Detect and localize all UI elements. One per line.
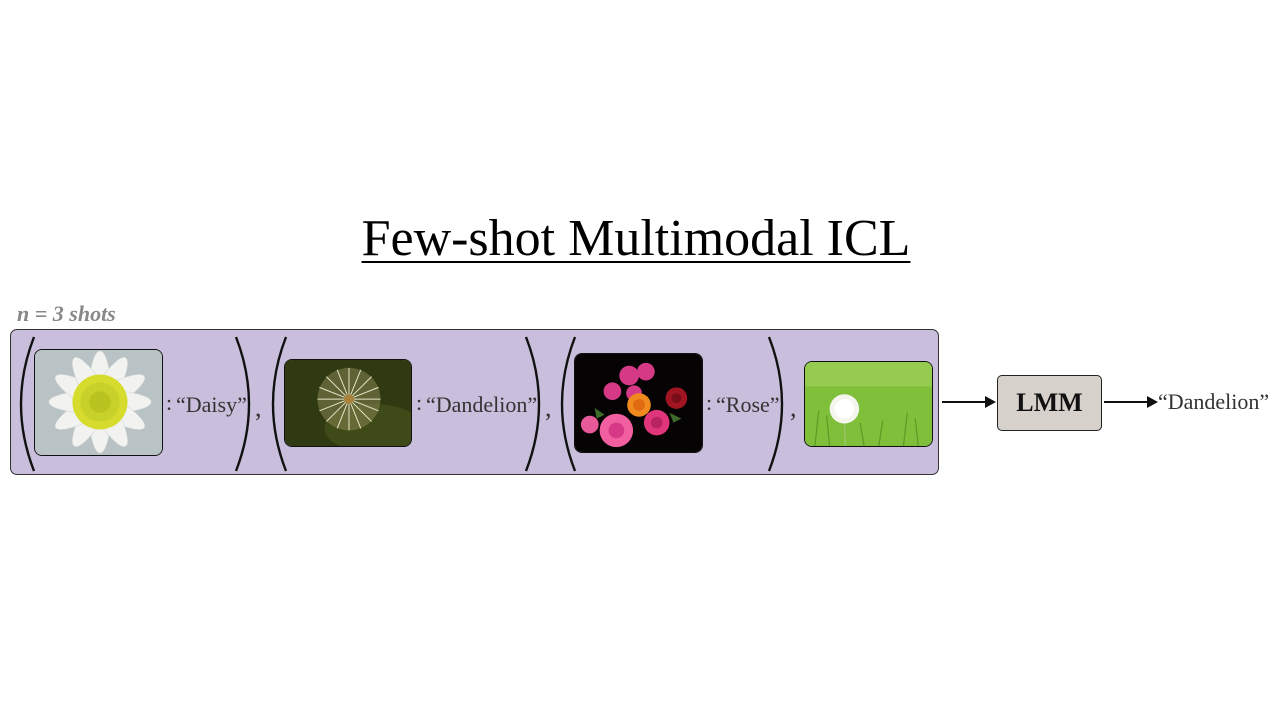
open-paren bbox=[560, 336, 577, 472]
close-paren bbox=[234, 336, 251, 472]
example-colon: : bbox=[706, 390, 713, 415]
example-comma: , bbox=[790, 393, 797, 422]
example-comma: , bbox=[545, 393, 552, 422]
example-label: “Daisy” bbox=[176, 392, 247, 417]
arrow-to-output bbox=[1104, 396, 1158, 408]
diagram-title: Few-shot Multimodal ICL bbox=[361, 210, 911, 267]
shots-count-label: n = 3 shots bbox=[17, 301, 116, 326]
rose-bouquet-image bbox=[574, 353, 703, 453]
open-paren bbox=[19, 336, 36, 472]
close-paren bbox=[767, 336, 784, 472]
context-panel bbox=[10, 329, 939, 475]
lmm-model-box: LMM bbox=[997, 375, 1102, 431]
example-colon: : bbox=[416, 390, 423, 415]
daisy-image bbox=[34, 349, 163, 456]
dandelion-seedhead-image bbox=[284, 359, 412, 447]
open-paren bbox=[271, 336, 288, 472]
example-colon: : bbox=[166, 390, 173, 415]
dandelion-query-image bbox=[804, 361, 933, 447]
close-paren bbox=[524, 336, 541, 472]
model-output-label: “Dandelion” bbox=[1158, 389, 1270, 414]
arrow-to-model bbox=[942, 396, 996, 408]
example-comma: , bbox=[255, 393, 262, 422]
example-label: “Dandelion” bbox=[426, 392, 538, 417]
example-label: “Rose” bbox=[716, 392, 780, 417]
